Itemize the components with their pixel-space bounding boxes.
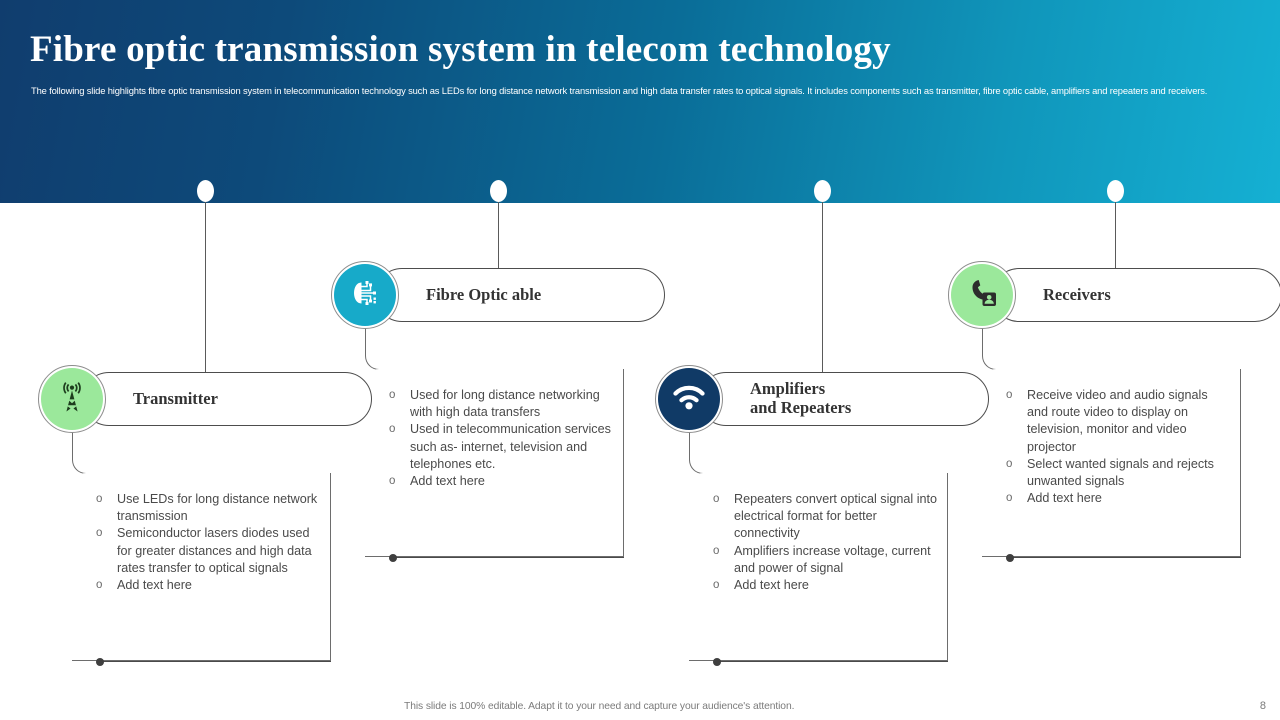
fibre-optic-circuit-icon (345, 273, 385, 318)
text-box-fibre-optic-cable: Used for long distance networking with h… (365, 369, 624, 557)
stem-line-fibre-optic-cable (498, 200, 499, 268)
connector-dot-transmitter (197, 180, 214, 202)
phone-contact-icon (962, 273, 1002, 318)
tail-line-fibre-optic-cable (389, 553, 624, 562)
node-label-receivers: Receivers (1043, 284, 1111, 304)
connector-dot-fibre-optic-cable (490, 180, 507, 202)
node-icon-circle-transmitter (38, 365, 106, 433)
node-label-transmitter: Transmitter (133, 388, 218, 408)
page-number: 8 (1259, 700, 1266, 712)
list-item: Add text here (709, 577, 937, 594)
connector-dot-receivers (1107, 180, 1124, 202)
node-icon-circle-fibre-optic-cable (331, 261, 399, 329)
text-box-amplifiers-and-repeaters: Repeaters convert optical signal into el… (689, 473, 948, 661)
tail-dot-receivers (1006, 553, 1014, 562)
list-item: Use LEDs for long distance network trans… (92, 491, 320, 525)
tail-dot-amplifiers-and-repeaters (713, 657, 721, 666)
stem-line-amplifiers-and-repeaters (822, 200, 823, 372)
branch-connector-fibre-optic-cable (365, 326, 393, 370)
list-item: Amplifiers increase voltage, current and… (709, 543, 937, 577)
tail-line-receivers (1006, 553, 1241, 562)
node-pill-receivers[interactable]: Receivers (992, 268, 1280, 322)
tail-line-amplifiers-and-repeaters (713, 657, 948, 666)
list-item: Semiconductor lasers diodes used for gre… (92, 525, 320, 577)
bullet-list-transmitter: Use LEDs for long distance network trans… (92, 491, 320, 594)
branch-connector-receivers (982, 326, 1010, 370)
tail-line-transmitter (96, 657, 331, 666)
footer-note: This slide is 100% editable. Adapt it to… (404, 701, 795, 712)
slide-subtitle: The following slide highlights fibre opt… (31, 85, 1208, 96)
node-pill-fibre-optic-cable[interactable]: Fibre Optic able (375, 268, 665, 322)
stem-line-receivers (1115, 200, 1116, 268)
tail-dot-transmitter (96, 657, 104, 666)
list-item: Repeaters convert optical signal into el… (709, 491, 937, 543)
bullet-list-fibre-optic-cable: Used for long distance networking with h… (385, 387, 613, 490)
slide-header-banner: Fibre optic transmission system in telec… (0, 0, 1280, 203)
page-title: Fibre optic transmission system in telec… (30, 29, 891, 70)
node-label-fibre-optic-cable: Fibre Optic able (426, 284, 542, 304)
node-icon-circle-amplifiers-and-repeaters (655, 365, 723, 433)
node-pill-amplifiers-and-repeaters[interactable]: Amplifiers and Repeaters (699, 372, 989, 426)
branch-connector-amplifiers-and-repeaters (689, 430, 717, 474)
tail-dot-fibre-optic-cable (389, 553, 397, 562)
list-item: Select wanted signals and rejects unwant… (1002, 456, 1230, 490)
node-icon-circle-receivers (948, 261, 1016, 329)
list-item: Used in telecommunication services such … (385, 421, 613, 473)
list-item: Used for long distance networking with h… (385, 387, 613, 421)
bullet-list-amplifiers-and-repeaters: Repeaters convert optical signal into el… (709, 491, 937, 594)
wifi-signal-icon (668, 376, 710, 423)
node-label-amplifiers-and-repeaters: Amplifiers and Repeaters (750, 379, 852, 417)
list-item: Receive video and audio signals and rout… (1002, 387, 1230, 456)
list-item: Add text here (1002, 490, 1230, 507)
stem-line-transmitter (205, 200, 206, 372)
broadcast-tower-icon (52, 377, 92, 422)
bullet-list-receivers: Receive video and audio signals and rout… (1002, 387, 1230, 508)
list-item: Add text here (385, 473, 613, 490)
connector-dot-amplifiers-and-repeaters (814, 180, 831, 202)
branch-connector-transmitter (72, 430, 100, 474)
list-item: Add text here (92, 577, 320, 594)
text-box-transmitter: Use LEDs for long distance network trans… (72, 473, 331, 661)
node-pill-transmitter[interactable]: Transmitter (82, 372, 372, 426)
text-box-receivers: Receive video and audio signals and rout… (982, 369, 1241, 557)
